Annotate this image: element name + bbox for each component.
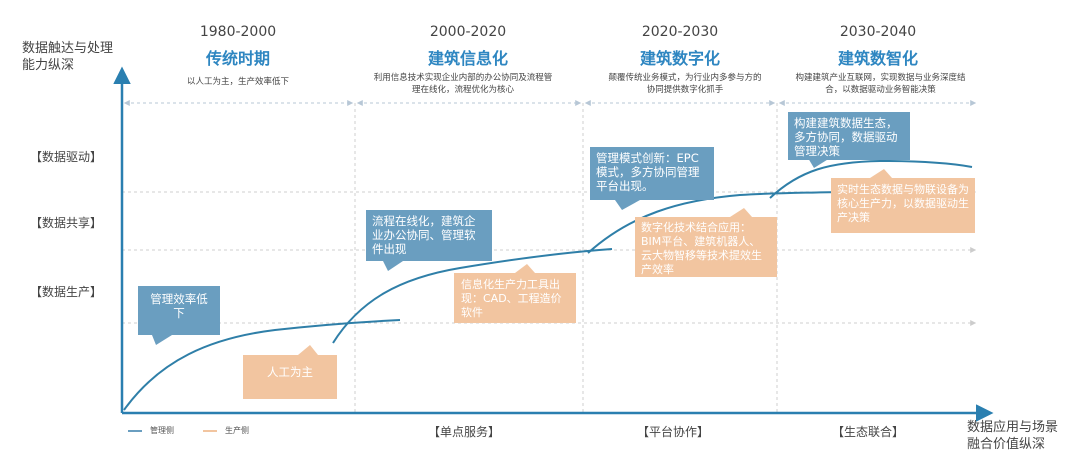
era-4-name: 建筑数智化 (837, 49, 918, 68)
stage-single-service: 【单点服务】 (428, 425, 501, 439)
callout-pointer-prod-1 (298, 345, 318, 355)
era-2-desc: 利用信息技术实现企业内部的办公协同及流程管理在线化，流程优化为核心 (373, 73, 553, 95)
y-axis-title-line-2: 能力纵深 (22, 58, 75, 73)
legend-management-label: 管理侧 (150, 426, 174, 435)
level-data-driving: 【数据驱动】 (30, 150, 103, 164)
callout-mgmt-3: 管理模式创新：EPC模式，多方协同管理平台出现。 (590, 147, 714, 200)
stage-platform-collab: 【平台协作】 (637, 425, 710, 439)
y-axis-title: 数据触达与处理 能力纵深 (22, 40, 113, 74)
era-3-name: 建筑数字化 (639, 49, 720, 68)
era-1-desc: 以人工为主，生产效率低下 (186, 77, 289, 87)
callout-pointer-prod-3 (730, 208, 752, 217)
x-axis-title: 数据应用与场景 融合价值纵深 (967, 419, 1058, 453)
callout-pointer-prod-2 (515, 264, 535, 273)
era-1-years: 1980-2000 (199, 24, 277, 40)
callout-pointer-mgmt-3 (615, 200, 640, 210)
callout-prod-3: 数字化技术结合应用：BIM平台、建筑机器人、云大物智移等技术提效生产效率 (635, 217, 777, 277)
management-curve-4 (769, 159, 973, 199)
era-3-years: 2020-2030 (641, 24, 719, 40)
era-3-desc: 颠覆传统业务模式，为行业内多参与方的协同提供数字化抓手 (608, 73, 762, 95)
era-4-desc: 构建建筑产业互联网，实现数据与业务深度结合，以数据驱动业务智能决策 (795, 73, 966, 95)
era-2-name: 建筑信息化 (427, 49, 508, 68)
level-data-production: 【数据生产】 (30, 285, 103, 299)
callout-prod-2: 信息化生产力工具出现：CAD、工程造价软件 (454, 273, 576, 323)
management-curve (123, 319, 401, 411)
level-data-sharing: 【数据共享】 (30, 216, 103, 230)
stage-ecosystem: 【生态联合】 (832, 425, 905, 439)
era-4-years: 2030-2040 (839, 24, 917, 40)
callout-pointer-mgmt-1 (152, 335, 172, 345)
management-curve-2 (332, 248, 613, 344)
callout-mgmt-4: 构建建筑数据生态，多方协同，数据驱动管理决策 (788, 112, 910, 160)
callout-pointer-mgmt-4 (808, 158, 830, 168)
y-axis-title-line-1: 数据触达与处理 (22, 41, 114, 56)
callout-prod-4: 实时生态数据与物联设备为核心生产力，以数据驱动生产决策 (831, 178, 975, 233)
callout-mgmt-2: 流程在线化，建筑企业办公协同、管理软件出现 (366, 210, 492, 261)
callout-pointer-mgmt-2 (383, 261, 403, 271)
callout-prod-1: 人工为主 (243, 355, 337, 399)
legend-production-label: 生产侧 (225, 426, 249, 435)
callout-pointer-prod-4 (870, 169, 892, 178)
era-1-name: 传统时期 (205, 49, 270, 68)
callout-mgmt-1: 管理效率低下 (138, 286, 220, 335)
x-axis-title-line-2: 融合价值纵深 (967, 437, 1046, 452)
era-2-years: 2000-2020 (429, 24, 507, 40)
x-axis-title-line-1: 数据应用与场景 (967, 420, 1059, 435)
